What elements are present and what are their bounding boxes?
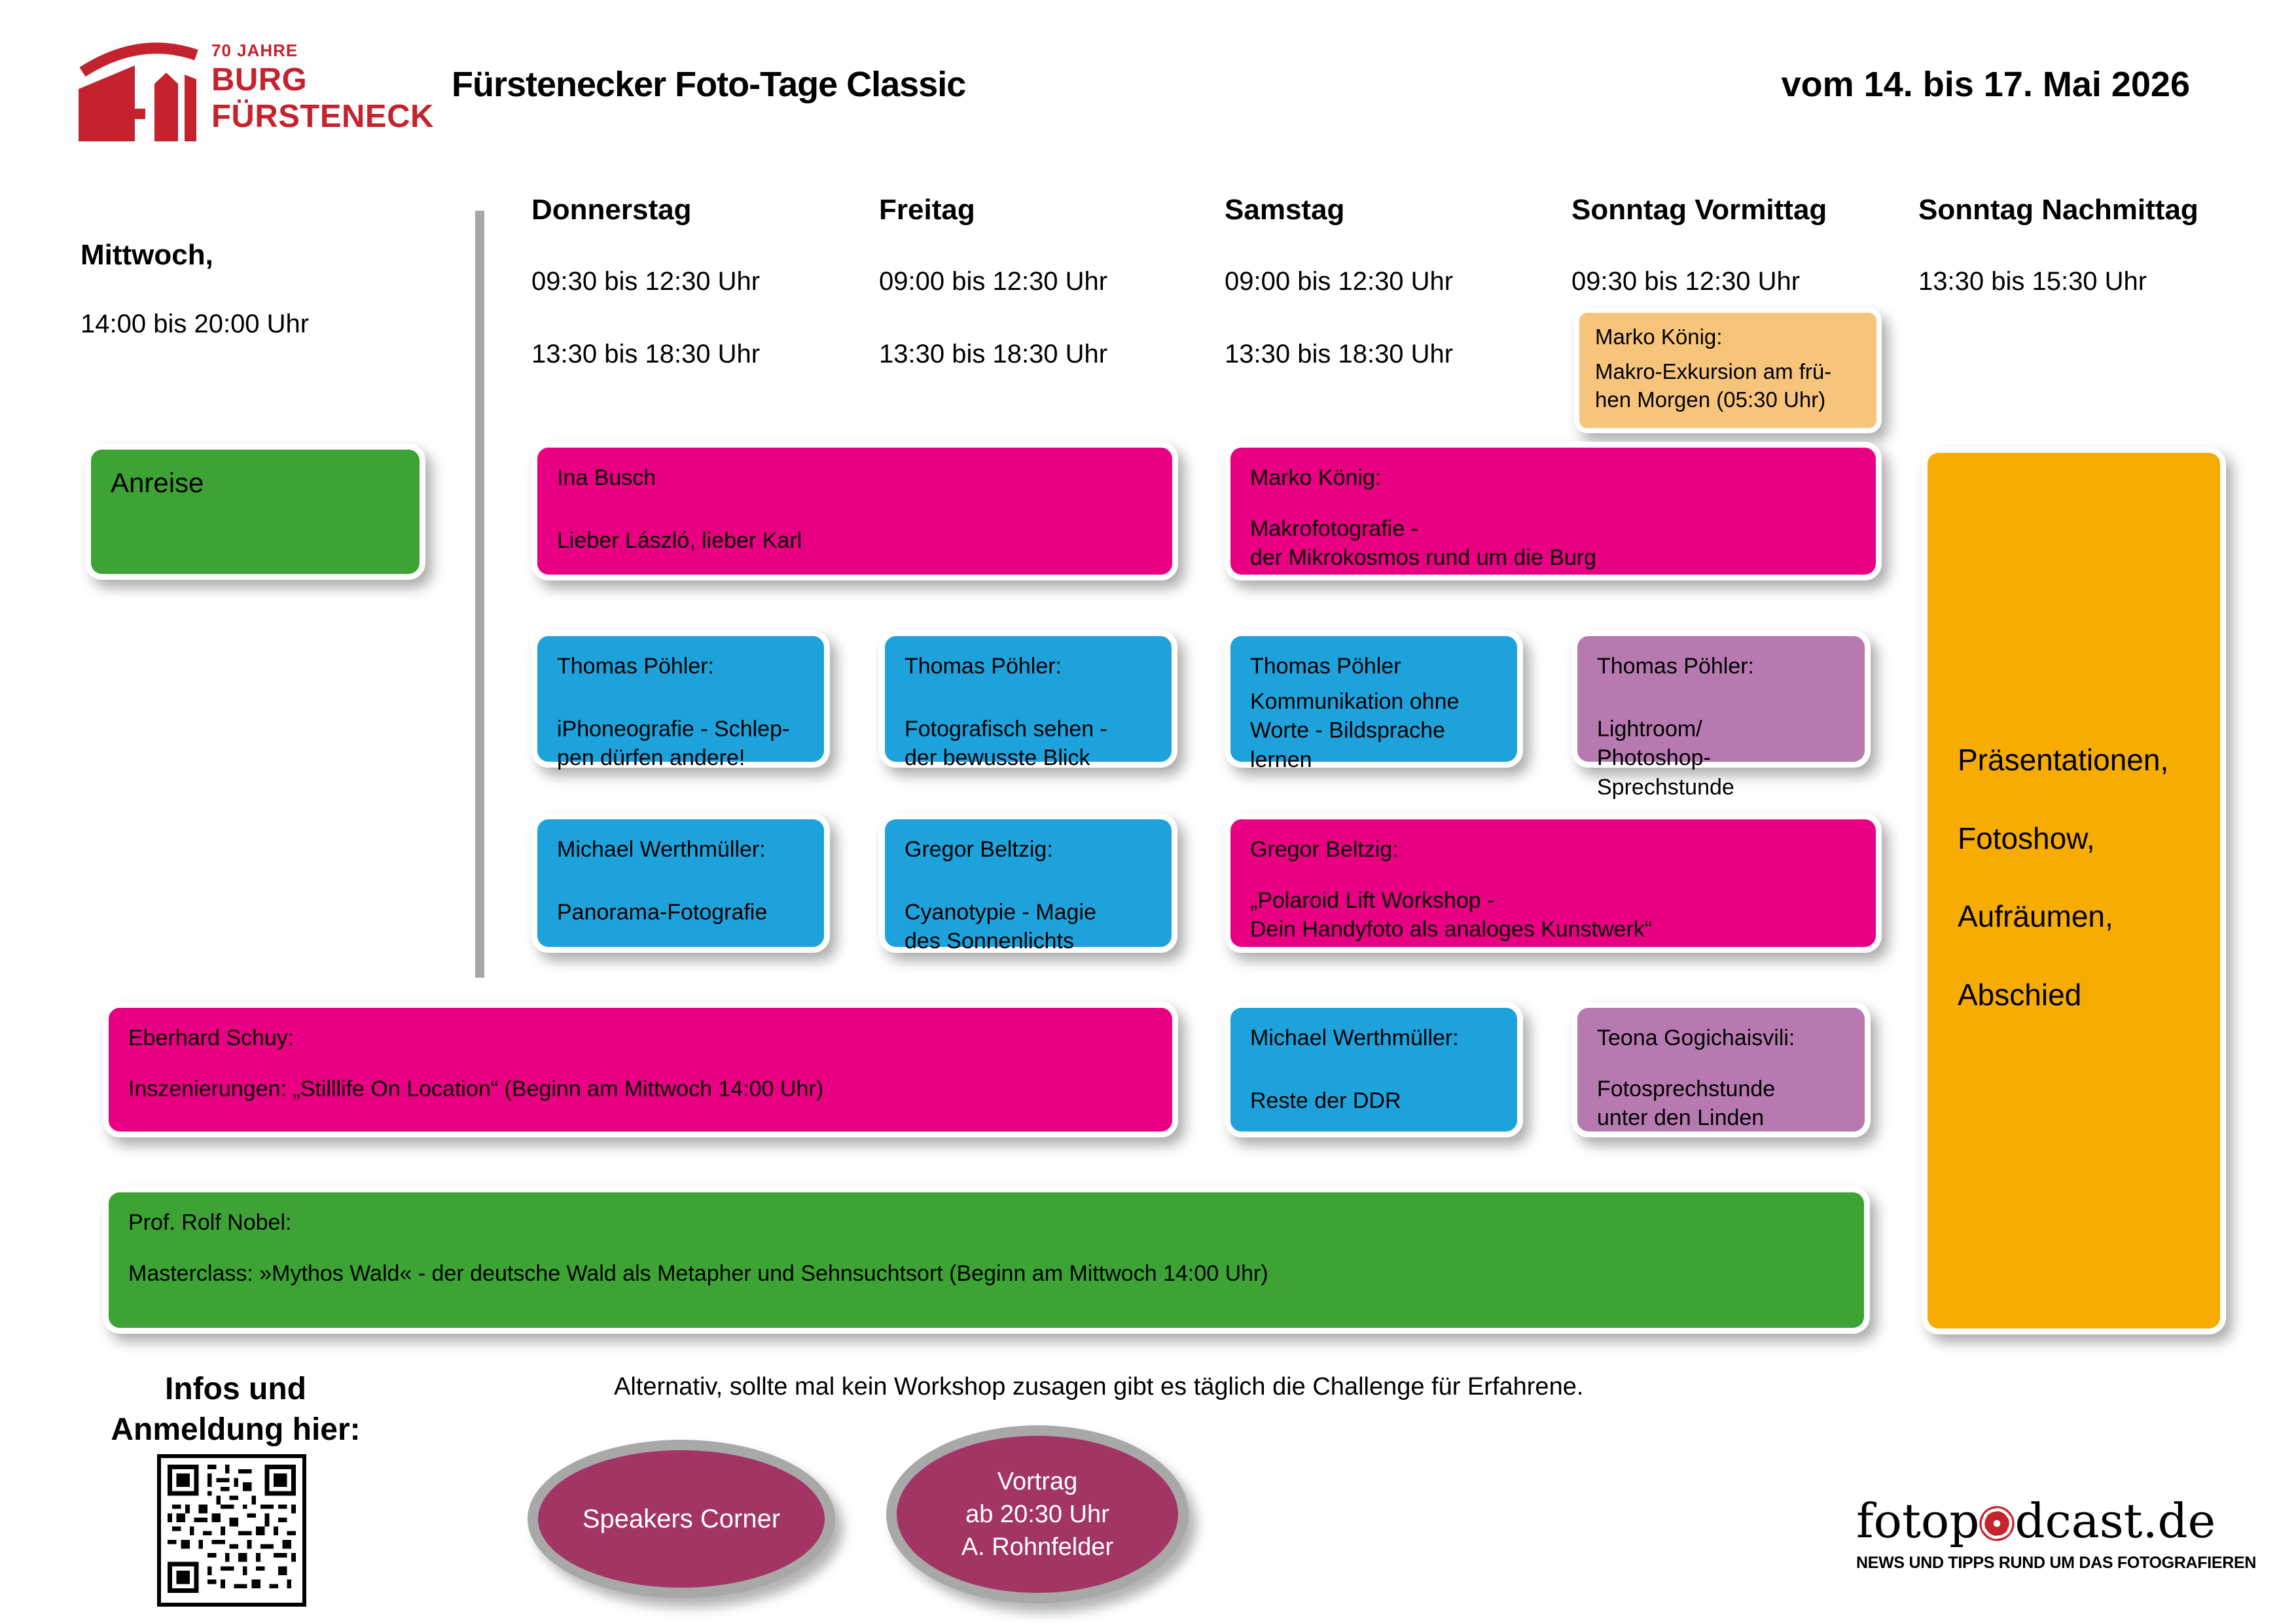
column-header-donnerstag: Donnerstag 09:30 bis 12:30 Uhr 13:30 bis… xyxy=(531,194,898,412)
vortrag-badge: Vortrag ab 20:30 Uhr A. Rohnfelder xyxy=(886,1425,1189,1603)
event-title: Reste der DDR xyxy=(1250,1088,1401,1114)
event-speaker: Gregor Beltzig: xyxy=(905,837,1053,862)
day-label: Samstag xyxy=(1225,194,1345,226)
info-registration-label: Infos und Anmeldung hier: xyxy=(111,1372,361,1448)
brand-tagline: NEWS UND TIPPS RUND UM DAS FOTOGRAFIEREN xyxy=(1856,1554,2257,1572)
fotopodcast-brand: fotop dcast.de NEWS UND TIPPS RUND UM DAS… xyxy=(1856,1493,2256,1573)
event-title: Lightroom/ Photoshop-Sprechstunde xyxy=(1597,717,1734,800)
event-speaker: Thomas Pöhler xyxy=(1250,654,1401,679)
day-label: Sonntag Nachmittag xyxy=(1918,194,2198,226)
column-header-mittwoch: Mittwoch, 14:00 bis 20:00 Uhr xyxy=(81,239,447,339)
brand-text-pre: fotop xyxy=(1856,1493,1980,1548)
event-speaker: Michael Werthmüller: xyxy=(557,837,766,862)
event-speaker: Gregor Beltzig: xyxy=(1250,837,1399,862)
time-label: 09:30 bis 12:30 Uhr xyxy=(531,267,761,296)
event-polaroid-lift: Gregor Beltzig: „Polaroid Lift Workshop … xyxy=(1225,813,1882,953)
event-title: Panorama-Fotografie xyxy=(557,900,768,925)
time-label: 13:30 bis 15:30 Uhr xyxy=(1918,267,2147,296)
event-speaker: Michael Werthmüller: xyxy=(1250,1026,1459,1050)
logo-line2: FÜRSTENECK xyxy=(211,99,434,134)
event-lightroom-sprechstunde: Thomas Pöhler: Lightroom/ Photoshop-Spre… xyxy=(1571,630,1871,800)
burg-castle-arc-icon xyxy=(79,43,198,141)
event-title: Inszenierungen: „Stilllife On Location“ … xyxy=(128,1077,824,1102)
column-header-sonntag-nachmittag: Sonntag Nachmittag 13:30 bis 15:30 Uhr xyxy=(1918,194,2285,340)
event-title: „Polaroid Lift Workshop - Dein Handyfoto… xyxy=(1250,888,1653,942)
event-title: Fotosprechstunde unter den Linden xyxy=(1597,1077,1776,1131)
event-date-range: vom 14. bis 17. Mai 2026 xyxy=(1781,65,2190,104)
event-title: Präsentationen, Fotoshow, Aufräumen, Abs… xyxy=(1958,743,2169,1012)
page-title: Fürstenecker Foto-Tage Classic xyxy=(452,65,966,104)
event-speaker: Ina Busch xyxy=(557,465,656,490)
event-ina-busch: Ina Busch Lieber László, lieber Karl xyxy=(531,442,1178,580)
event-speaker: Thomas Pöhler: xyxy=(557,654,714,679)
time-label: 09:30 bis 12:30 Uhr xyxy=(1571,267,1801,296)
event-fotosprechstunde: Teona Gogichaisvili: Fotosprechstunde un… xyxy=(1571,1002,1871,1137)
event-masterclass: Prof. Rolf Nobel: Masterclass: »Mythos W… xyxy=(103,1186,1870,1334)
fotopodcast-logo: fotop dcast.de xyxy=(1856,1493,2256,1548)
speakers-corner-badge: Speakers Corner xyxy=(528,1440,835,1598)
event-title: Makro-Exkursion am frü- hen Morgen (05:3… xyxy=(1595,359,1832,412)
event-title: Anreise xyxy=(111,467,204,498)
event-speaker: Thomas Pöhler: xyxy=(1597,654,1754,679)
event-iphoneografie: Thomas Pöhler: iPhoneografie - Schlep- p… xyxy=(531,630,830,770)
event-sonntag-nachmittag-block: Präsentationen, Fotoshow, Aufräumen, Abs… xyxy=(1922,447,2226,1334)
event-makro-exkursion: Marko König: Makro-Exkursion am frü- hen… xyxy=(1574,308,1882,433)
event-title: Makrofotografie - der Mikrokosmos rund u… xyxy=(1250,516,1597,571)
day-label: Freitag xyxy=(879,194,975,226)
time-label: 13:30 bis 18:30 Uhr xyxy=(879,340,1108,368)
time-label: 09:00 bis 12:30 Uhr xyxy=(1225,267,1454,296)
logo-text: 70 JAHRE BURG FÜRSTENECK xyxy=(211,42,434,133)
speakers-corner-label: Speakers Corner xyxy=(582,1504,781,1533)
time-label: 13:30 bis 18:30 Uhr xyxy=(531,340,761,368)
column-header-sonntag-vormittag: Sonntag Vormittag 09:30 bis 12:30 Uhr xyxy=(1571,194,1938,340)
event-title: Fotografisch sehen - der bewusste Blick xyxy=(905,717,1107,771)
event-anreise: Anreise xyxy=(85,444,425,580)
event-stilllife: Eberhard Schuy: Inszenierungen: „Stillli… xyxy=(103,1002,1178,1137)
event-title: Masterclass: »Mythos Wald« - der deutsch… xyxy=(128,1261,1268,1287)
event-speaker: Teona Gogichaisvili: xyxy=(1597,1026,1795,1050)
time-label: 09:00 bis 12:30 Uhr xyxy=(879,267,1108,296)
vortrag-label: Vortrag ab 20:30 Uhr A. Rohnfelder xyxy=(961,1467,1114,1561)
challenge-note: Alternativ, sollte mal kein Workshop zus… xyxy=(614,1373,1584,1400)
logo-years: 70 JAHRE xyxy=(211,41,298,60)
column-header-freitag: Freitag 09:00 bis 12:30 Uhr 13:30 bis 18… xyxy=(879,194,1246,412)
column-header-samstag: Samstag 09:00 bis 12:30 Uhr 13:30 bis 18… xyxy=(1225,194,1591,412)
event-fotografisch-sehen: Thomas Pöhler: Fotografisch sehen - der … xyxy=(879,630,1177,770)
event-title: Kommunikation ohne Worte - Bildsprache l… xyxy=(1250,689,1460,772)
event-title: iPhoneografie - Schlep- pen dürfen ander… xyxy=(557,717,790,771)
day-label: Sonntag Vormittag xyxy=(1571,194,1827,226)
event-panorama: Michael Werthmüller: Panorama-Fotografie xyxy=(531,813,830,953)
event-cyanotypie: Gregor Beltzig: Cyanotypie - Magie des S… xyxy=(879,813,1177,954)
event-reste-der-ddr: Michael Werthmüller: Reste der DDR xyxy=(1225,1002,1523,1137)
logo-line1: BURG xyxy=(211,62,308,98)
qr-code-frame xyxy=(157,1454,306,1607)
event-title: Lieber László, lieber Karl xyxy=(557,528,802,554)
time-label: 13:30 bis 18:30 Uhr xyxy=(1225,340,1454,368)
event-speaker: Eberhard Schuy: xyxy=(128,1026,295,1050)
aperture-icon xyxy=(1979,1506,2015,1541)
event-title: Cyanotypie - Magie des Sonnenlichts xyxy=(905,900,1096,954)
event-speaker: Marko König: xyxy=(1595,325,1723,349)
brand-text-post: dcast.de xyxy=(2015,1493,2216,1548)
time-label: 14:00 bis 20:00 Uhr xyxy=(81,310,310,338)
event-speaker: Marko König: xyxy=(1250,465,1382,490)
day-label: Donnerstag xyxy=(531,194,692,226)
event-kommunikation: Thomas Pöhler Kommunikation ohne Worte -… xyxy=(1225,630,1523,772)
event-makrofotografie: Marko König: Makrofotografie - der Mikro… xyxy=(1225,442,1882,580)
qr-code-icon xyxy=(168,1465,296,1593)
event-speaker: Prof. Rolf Nobel: xyxy=(128,1210,292,1235)
day-label: Mittwoch, xyxy=(81,239,213,271)
event-speaker: Thomas Pöhler: xyxy=(905,654,1062,679)
vertical-divider xyxy=(475,211,484,978)
